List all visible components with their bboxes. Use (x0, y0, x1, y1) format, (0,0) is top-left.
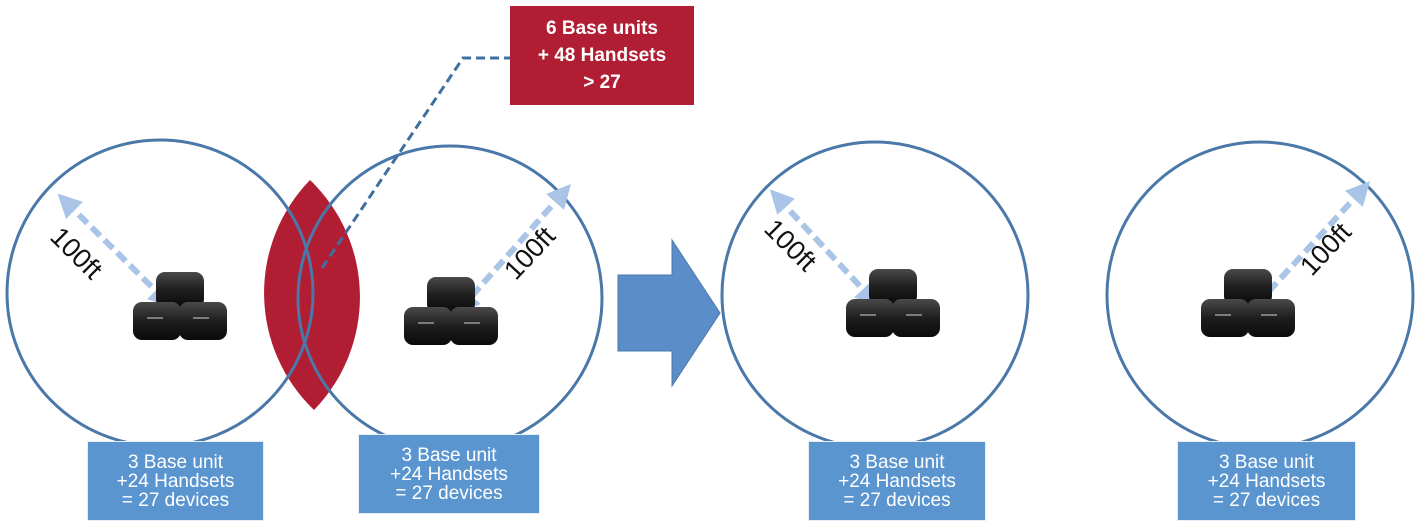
radius-arrow-3 (769, 189, 880, 307)
radius-arrow-4 (1249, 181, 1371, 312)
transition-arrow-icon (617, 238, 721, 388)
box-4-line-2: +24 Handsets (1207, 470, 1326, 492)
callout-line-1: 6 Base units (546, 18, 658, 39)
box-1-line-3: = 27 devices (121, 489, 230, 511)
callout-leader (320, 56, 510, 269)
box-3-line-3: = 27 devices (843, 489, 951, 511)
box-3-line-2: +24 Handsets (838, 470, 956, 492)
base-unit-cluster-4 (1201, 269, 1295, 337)
box-2-line-3: = 27 devices (395, 482, 503, 504)
box-3-line-1: 3 Base unit (849, 451, 945, 473)
base-unit-cluster-2 (404, 277, 498, 345)
box-2-line-1: 3 Base unit (401, 444, 497, 466)
callout-line-2: + 48 Handsets (537, 45, 667, 66)
base-unit-cluster-3 (846, 269, 940, 337)
box-1-line-2: +24 Handsets (116, 470, 235, 492)
base-unit-cluster-1 (133, 272, 227, 340)
radius-arrow-1 (57, 193, 173, 308)
radius-arrow-2 (456, 184, 571, 314)
device-count-box-3: 3 Base unit +24 Handsets = 27 devices (808, 441, 986, 521)
device-count-box-4: 3 Base unit +24 Handsets = 27 devices (1177, 441, 1356, 521)
box-4-line-3: = 27 devices (1212, 489, 1321, 511)
overlap-callout: 6 Base units + 48 Handsets > 27 (510, 6, 694, 105)
box-1-line-1: 3 Base unit (127, 451, 224, 473)
callout-line-3: > 27 (583, 72, 621, 93)
device-count-box-1: 3 Base unit +24 Handsets = 27 devices (87, 441, 264, 521)
box-2-line-2: +24 Handsets (390, 463, 508, 485)
box-4-line-1: 3 Base unit (1218, 451, 1315, 473)
device-count-box-2: 3 Base unit +24 Handsets = 27 devices (358, 434, 540, 514)
